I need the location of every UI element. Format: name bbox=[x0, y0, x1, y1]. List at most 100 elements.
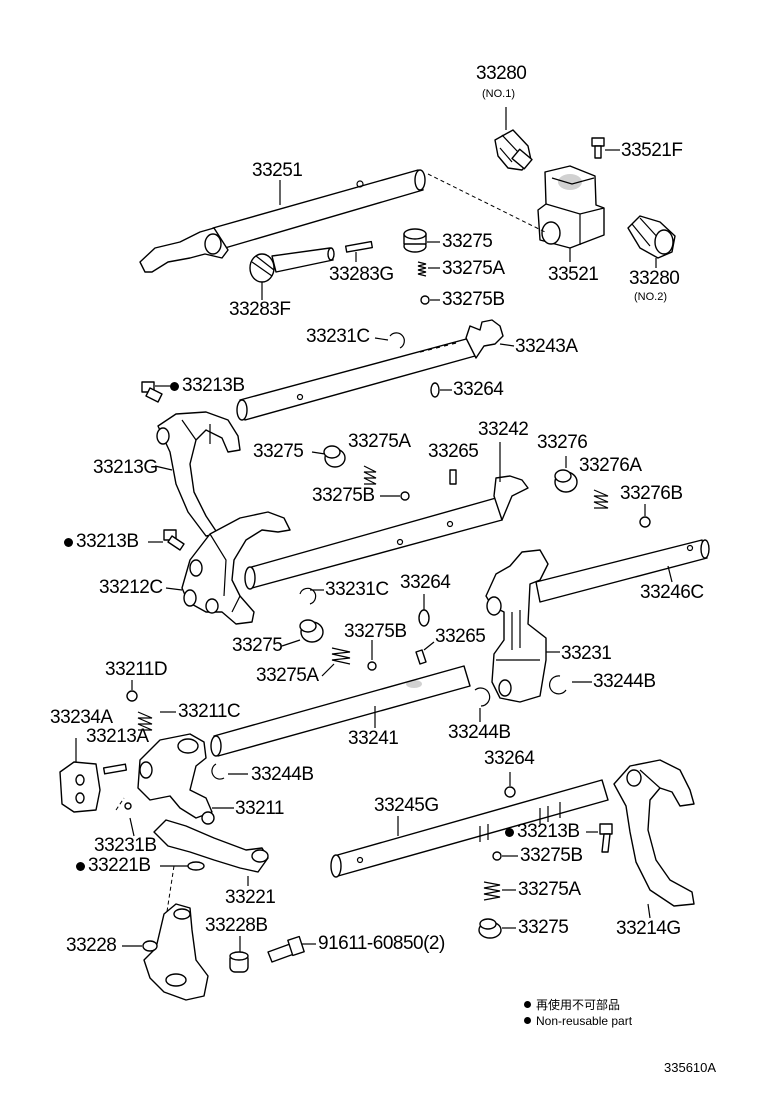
part-33211-lever bbox=[137, 733, 215, 825]
label-33275A-d: 33275A bbox=[518, 879, 581, 900]
non-reusable-dot bbox=[64, 538, 73, 547]
part-33275B-top bbox=[420, 295, 430, 305]
label-33275A-b: 33275A bbox=[348, 431, 411, 452]
part-33213B-b bbox=[163, 529, 185, 551]
part-91611-bolt bbox=[267, 935, 305, 963]
part-33264-b bbox=[418, 609, 430, 627]
part-33231C-a bbox=[389, 332, 405, 349]
label-33244B-a: 33244B bbox=[593, 671, 656, 692]
label-33264-c: 33264 bbox=[484, 748, 535, 769]
label-33280-no2: 33280 bbox=[629, 268, 680, 289]
non-reusable-dot bbox=[170, 382, 179, 391]
part-33264-c bbox=[504, 786, 516, 798]
label-33231C-a: 33231C bbox=[306, 326, 370, 347]
label-33264-b: 33264 bbox=[400, 572, 451, 593]
part-33228-bracket bbox=[142, 903, 209, 1001]
label-33245G: 33245G bbox=[374, 795, 439, 816]
non-reusable-dot bbox=[505, 828, 514, 837]
part-33244B-b bbox=[474, 687, 491, 707]
legend-dot bbox=[524, 1017, 531, 1024]
label-33275B-c: 33275B bbox=[344, 621, 407, 642]
part-33275-c bbox=[299, 619, 324, 643]
part-33213B-c bbox=[599, 823, 613, 853]
label-33275B-b: 33275B bbox=[312, 485, 375, 506]
non-reusable-dot bbox=[76, 862, 85, 871]
part-33275B-c bbox=[367, 661, 377, 671]
legend-line-jp: 再使用不可部品 bbox=[524, 998, 620, 1012]
part-33275B-d bbox=[492, 851, 502, 861]
part-33275A-d bbox=[483, 881, 501, 901]
part-33244B-a bbox=[549, 675, 567, 695]
label-33251: 33251 bbox=[252, 160, 303, 181]
label-33264-a: 33264 bbox=[453, 379, 504, 400]
part-33213A bbox=[102, 763, 128, 775]
part-33276 bbox=[554, 469, 578, 493]
part-33241-shaft bbox=[210, 665, 471, 757]
label-33275A-a: 33275A bbox=[442, 258, 505, 279]
part-33234A bbox=[59, 761, 101, 813]
part-33283F bbox=[249, 247, 335, 283]
part-33246C-shaft bbox=[535, 539, 710, 603]
part-33213B-a bbox=[141, 381, 163, 403]
part-33521-block bbox=[537, 165, 605, 249]
label-33244B-b: 33244B bbox=[448, 722, 511, 743]
part-33275A-top bbox=[417, 261, 427, 277]
part-33242-shaft bbox=[244, 475, 529, 590]
part-33221-arm bbox=[153, 819, 269, 873]
part-33231C-b bbox=[299, 587, 317, 605]
part-33211C bbox=[137, 711, 153, 731]
part-33275-d bbox=[478, 918, 502, 939]
part-33275-top bbox=[403, 228, 427, 253]
part-33214G-fork bbox=[613, 759, 695, 907]
label-33276A: 33276A bbox=[579, 455, 642, 476]
legend-dot bbox=[524, 1001, 531, 1008]
label-33280-no2-sub: (NO.2) bbox=[634, 291, 667, 303]
label-33214G: 33214G bbox=[616, 918, 681, 939]
part-33275-b bbox=[323, 445, 346, 468]
part-33275A-c bbox=[331, 647, 351, 665]
part-33264-a bbox=[430, 382, 440, 398]
part-33283G bbox=[344, 240, 374, 253]
label-33246C: 33246C bbox=[640, 582, 704, 603]
label-33213B-c: 33213B bbox=[505, 822, 580, 842]
label-33275A-c: 33275A bbox=[256, 665, 319, 686]
label-33244B-c: 33244B bbox=[251, 764, 314, 785]
label-33213G: 33213G bbox=[93, 457, 158, 478]
label-33211: 33211 bbox=[235, 798, 284, 819]
part-33211D bbox=[126, 690, 138, 702]
label-33275B-d: 33275B bbox=[520, 845, 583, 866]
label-33231B: 33231B bbox=[94, 835, 157, 856]
legend-line-en: Non-reusable part bbox=[524, 1014, 632, 1028]
label-33211C: 33211C bbox=[178, 701, 241, 722]
part-33231-head bbox=[485, 549, 549, 703]
label-33521F: 33521F bbox=[621, 140, 683, 161]
label-33243A: 33243A bbox=[515, 336, 578, 357]
label-33213A: 33213A bbox=[86, 726, 149, 747]
label-91611: 91611-60850(2) bbox=[318, 933, 445, 954]
label-33280-no1: 33280 bbox=[476, 63, 527, 84]
label-33242: 33242 bbox=[478, 419, 529, 440]
label-33275-a: 33275 bbox=[442, 231, 493, 252]
part-33275B-b bbox=[400, 491, 410, 501]
label-33241: 33241 bbox=[348, 728, 399, 749]
figure-id: 335610A bbox=[664, 1060, 717, 1075]
label-33221B: 33221B bbox=[76, 856, 151, 876]
label-33521: 33521 bbox=[548, 264, 599, 285]
label-33234A: 33234A bbox=[50, 707, 113, 728]
part-33244B-c bbox=[211, 763, 225, 780]
part-33275A-b bbox=[363, 465, 377, 485]
part-33213G-fork bbox=[156, 411, 241, 537]
part-33276B bbox=[639, 516, 651, 528]
part-33276A bbox=[593, 489, 609, 509]
label-33213B-b: 33213B bbox=[64, 532, 139, 552]
part-33280-no2 bbox=[627, 215, 676, 259]
label-33276B: 33276B bbox=[620, 483, 683, 504]
part-33228B bbox=[229, 951, 249, 973]
label-33228B: 33228B bbox=[205, 915, 268, 936]
label-33228: 33228 bbox=[66, 935, 117, 956]
label-33212C: 33212C bbox=[99, 577, 163, 598]
part-33251-shaft bbox=[139, 169, 426, 273]
label-33265-a: 33265 bbox=[428, 441, 479, 462]
label-33283G: 33283G bbox=[329, 264, 394, 285]
